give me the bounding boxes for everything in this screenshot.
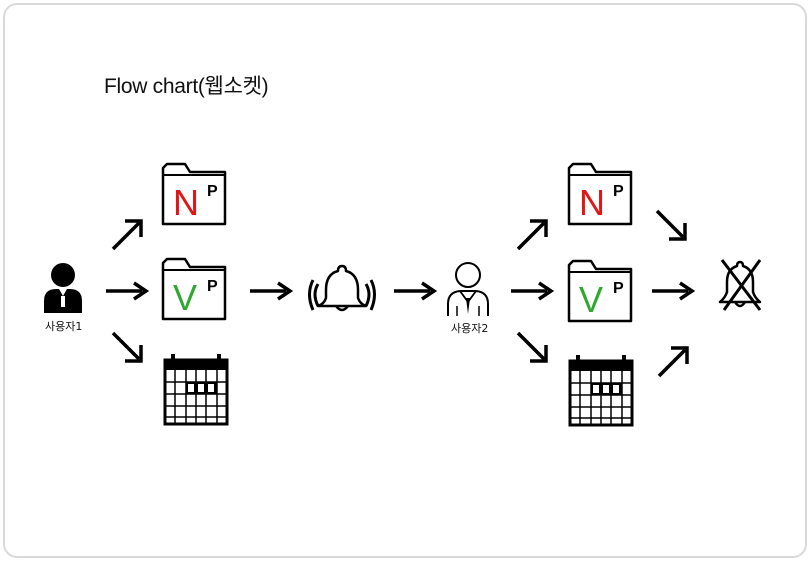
folder-new-letter: N xyxy=(579,182,605,223)
person-icon xyxy=(44,263,82,313)
calendar-icon xyxy=(568,353,634,427)
user2-label: 사용자2 xyxy=(451,322,489,335)
arrow-icon xyxy=(650,281,694,301)
calendar-icon xyxy=(163,352,229,426)
arrow-icon xyxy=(392,281,436,301)
arrow-icon xyxy=(248,281,292,301)
arrow-icon xyxy=(111,331,143,363)
diagram-title: Flow chart(웹소켓) xyxy=(104,75,269,98)
arrow-icon xyxy=(111,219,143,251)
folder-view-letter: V xyxy=(579,279,603,320)
folder-icon: N P xyxy=(567,162,633,226)
folder-p-letter: P xyxy=(207,278,218,295)
folder-new-letter: N xyxy=(173,182,199,223)
crossed-bell-icon xyxy=(718,259,762,311)
diagram-frame xyxy=(3,3,807,558)
bell-icon xyxy=(308,264,376,312)
arrow-icon xyxy=(509,281,553,301)
folder-icon: N P xyxy=(161,162,227,226)
businessman-icon xyxy=(447,262,489,316)
arrow-icon xyxy=(104,281,148,301)
arrow-icon xyxy=(516,219,548,251)
folder-view-letter: V xyxy=(173,277,197,318)
user1-label: 사용자1 xyxy=(45,320,83,333)
folder-icon: V P xyxy=(161,257,227,321)
folder-icon: V P xyxy=(567,259,633,323)
folder-p-letter: P xyxy=(613,280,624,297)
folder-p-letter: P xyxy=(207,183,218,200)
folder-p-letter: P xyxy=(613,183,624,200)
arrow-icon xyxy=(516,331,548,363)
arrow-icon xyxy=(655,209,687,241)
arrow-icon xyxy=(657,346,689,378)
